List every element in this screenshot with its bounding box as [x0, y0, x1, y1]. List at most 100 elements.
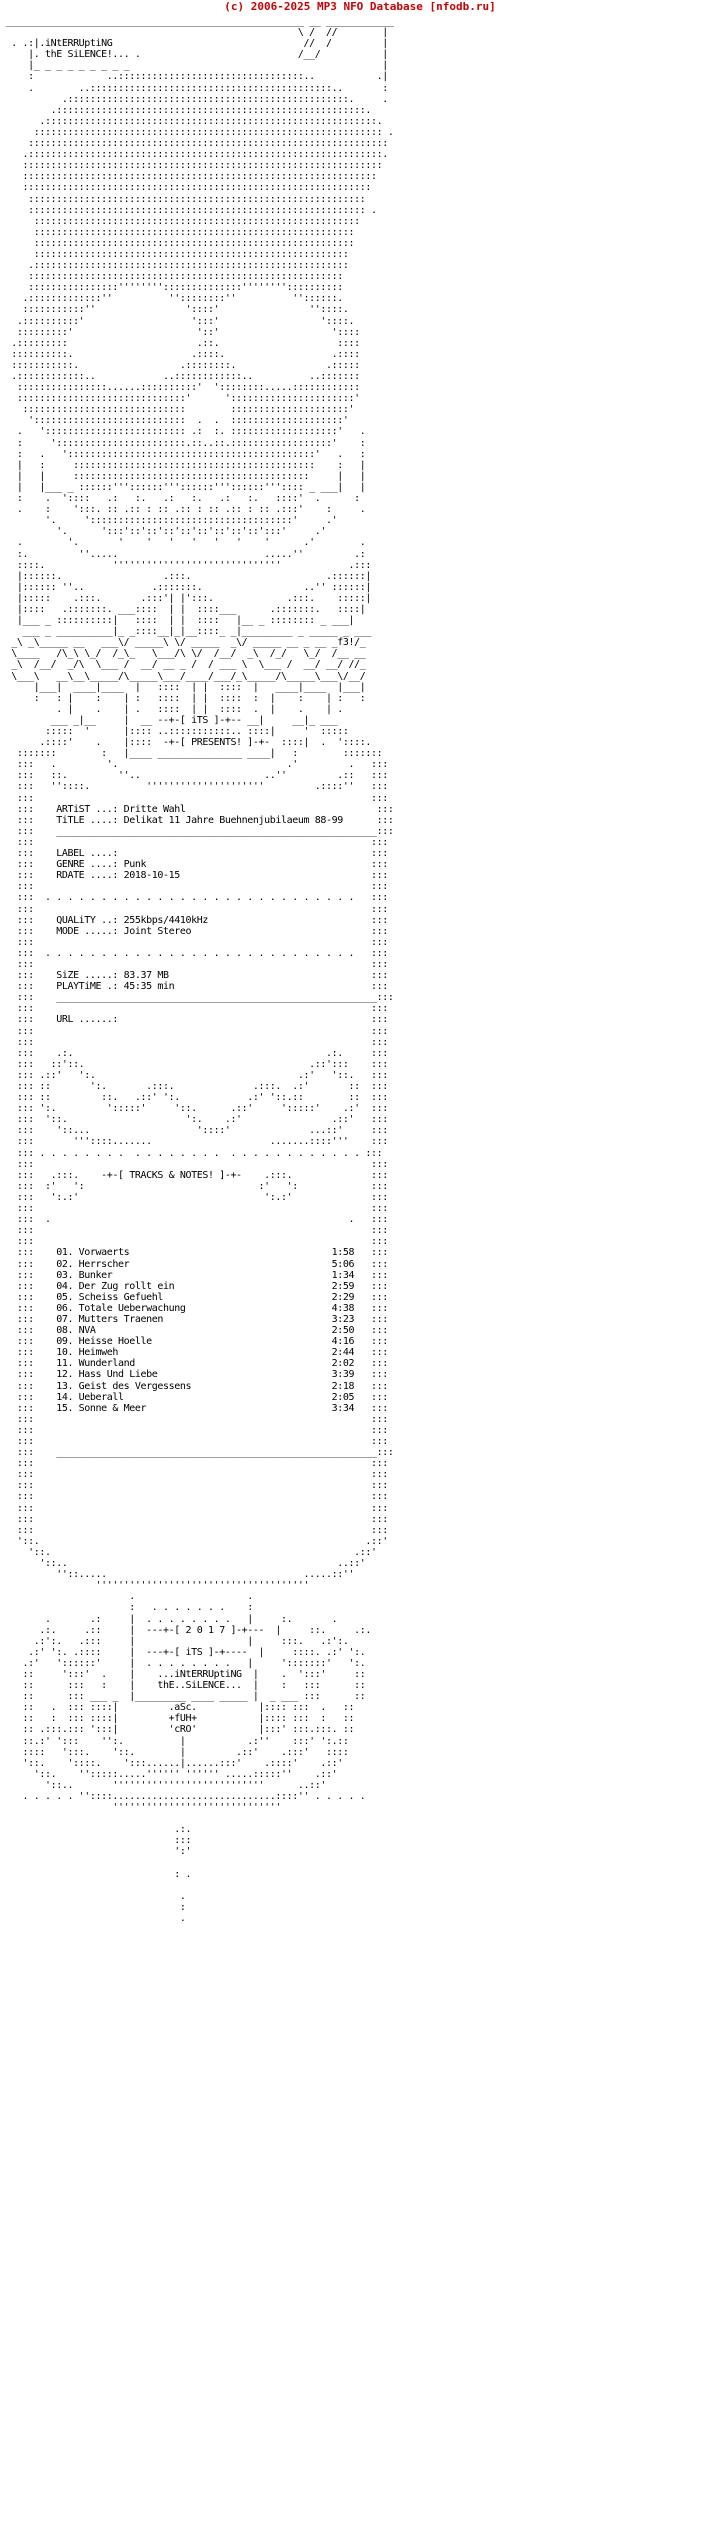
nfo-line: ::: ____________________________________…	[0, 992, 394, 1004]
nfo-line: ::: GENRE ....: Punk :::	[0, 859, 388, 871]
nfo-line: ::: 08. NVA 2:50 :::	[0, 1325, 388, 1337]
nfo-line: :: ::: ___ _ |_________ ____ _____ | _ _…	[0, 1691, 366, 1703]
nfo-line: '::.. ..::'	[0, 1558, 366, 1570]
nfo-line: ::: PLAYTiME .: 45:35 min :::	[0, 981, 388, 993]
nfo-line: . : ':::. :: .:: : :: .:: : :: .:: : :: …	[0, 504, 366, 516]
nfo-line: : : | : | : :::: | | :::: : | : | : :	[0, 692, 366, 704]
nfo-line: ::: :::	[0, 958, 388, 970]
nfo-line: .	[0, 1890, 186, 1902]
nfo-line: ::::::::::::::::::::::::::::::::::::::::…	[0, 160, 383, 172]
nfo-line: ::: SiZE .....: 83.37 MB :::	[0, 970, 388, 982]
nfo-line: .:' ':. .:::: | ---+-[ iTS ]-+---- | :::…	[0, 1646, 366, 1658]
nfo-line: ::: ''::::. ''''''''''''''''''''' .::::'…	[0, 781, 388, 793]
nfo-line: ::: :::	[0, 1458, 388, 1470]
nfo-line: ::: 07. Mutters Traenen 3:23 :::	[0, 1313, 388, 1325]
nfo-line: ::: ARTiST ...: Dritte Wahl :::	[0, 803, 394, 815]
nfo-line: ::: MODE .....: Joint Stereo :::	[0, 925, 388, 937]
nfo-line: ::: . . . . . . . . . . . . . . . . . . …	[0, 892, 388, 904]
nfo-line: ::: :::	[0, 1424, 388, 1436]
nfo-line	[0, 1813, 720, 1824]
nfo-line: ::: :::	[0, 1158, 388, 1170]
nfo-line: . . . . . ''::::........................…	[0, 1791, 366, 1802]
nfo-line: : ':::::::::::::::::::::::.::..::.::::::…	[0, 437, 366, 449]
nfo-line: ::: 13. Geist des Vergessens 2:18 :::	[0, 1380, 388, 1392]
nfo-line: ::: 10. Heimweh 2:44 :::	[0, 1347, 388, 1359]
nfo-line: ::: .::' ':. .:' '::. :::	[0, 1069, 388, 1081]
nfo-line: ::: 09. Heisse Hoelle 4:16 :::	[0, 1336, 388, 1348]
nfo-line: |:::::: ''.. .:::::::. ..'' ::::::|	[0, 581, 372, 593]
nfo-line: ::: ____________________________________…	[0, 1447, 394, 1459]
nfo-line: ::::::::::::::::::::::::::::::::::::::::…	[0, 271, 343, 283]
nfo-line: '::.. ''''''''''''''''''''''''''' ..::'	[0, 1779, 326, 1791]
nfo-line: ::: 14. Ueberall 2:05 :::	[0, 1391, 388, 1403]
nfo-line: ::: :: ::. .::' ':. .:' '::.:: :: :::	[0, 1092, 388, 1104]
nfo-line: ::::::::::::::::::::::::::::::::::::::::…	[0, 182, 377, 194]
nfo-line: ::: :::	[0, 1436, 388, 1447]
nfo-line: .:.	[0, 1824, 192, 1836]
nfo-line: ::::::::::::::::::::::::::::::::::::::::…	[0, 126, 394, 138]
nfo-ascii-art: ________________________________________…	[0, 16, 720, 1924]
nfo-line: \ / // |	[0, 27, 388, 39]
nfo-line: .:::::::::::::::::::::::::::::::::::::::…	[0, 93, 388, 105]
nfo-line: ::: . . . . . . . . . . . . . . . . . . …	[0, 1147, 383, 1159]
nfo-line: |. thE SiLENCE!... . /__/ |	[0, 49, 388, 61]
nfo-line: ::: :::	[0, 881, 388, 893]
nfo-line: ::: 15. Sonne & Meer 3:34 :::	[0, 1402, 388, 1414]
nfo-line: .::::' . |:::: -+-[ PRESENTS! ]-+- ::::|…	[0, 737, 371, 749]
nfo-line: ::.:' '::: '':. | .:'' :::' ':.::	[0, 1735, 349, 1747]
nfo-line: ::::::::::::::::::::::::::::::' ':::::::…	[0, 393, 360, 405]
nfo-line: ::: :::	[0, 1236, 388, 1248]
nfo-line: ::: :::	[0, 1491, 388, 1503]
nfo-line: |_ _ _ _ _ _ _ _ _ |	[0, 60, 388, 72]
nfo-line: .:. .:: | ---+-[ 2 0 1 7 ]-+--- | ::. .:…	[0, 1624, 371, 1636]
nfo-line: ':'	[0, 1846, 192, 1858]
nfo-line: ''''''''''''''''''''''''''''''	[0, 1802, 282, 1814]
nfo-line: ''''''''''''''''''''''''''''''''''''''	[0, 1580, 310, 1592]
nfo-line: '::. '::::. ':::......|......:::' .::::'…	[0, 1757, 343, 1769]
nfo-line: ___ _|__ | __ --+-[ iTS ]-+-- __| __|_ _…	[0, 714, 338, 726]
nfo-line: ::: :::	[0, 1480, 388, 1492]
nfo-line: ::: '::... '::::' ...::' :::	[0, 1125, 388, 1137]
nfo-line: .:::::::::::::::::::::::::::::::::::::::…	[0, 115, 388, 127]
nfo-line: ___ _ __________|_ _::::__|_|__::::_ _|_…	[0, 626, 371, 638]
nfo-line: |___| ____|____ | :::: | | :::: | ____|_…	[0, 681, 366, 693]
nfo-line: . '. ' ' ' ' ' ' ' .' .	[0, 537, 366, 549]
nfo-line: ::: 03. Bunker 1:34 :::	[0, 1269, 388, 1281]
nfo-line: \____ /\_\ \_/ /_\_ \___/\ \/ /__/ _\ /_…	[0, 648, 366, 660]
nfo-line: ::::::::::::::::::::::::::::::::::::::::…	[0, 204, 377, 216]
nfo-line: ::: ':. ':::::' '::. .::' ':::::' .:' ::…	[0, 1103, 388, 1115]
nfo-line: . .: | . . . . . . . . | :. .	[0, 1613, 338, 1625]
nfo-line: '. ':::'::'::'::'::'::'::'::'::':::' .'	[0, 526, 326, 538]
nfo-line: '::. .::'	[0, 1535, 388, 1547]
nfo-line: .	[0, 1913, 186, 1925]
nfo-line: :::	[0, 1835, 192, 1847]
nfo-line: .:::::::::::::::::::::::::::::::::::::::…	[0, 149, 388, 161]
nfo-line: ::: . . :::	[0, 1214, 388, 1226]
nfo-line: :	[0, 1901, 186, 1913]
nfo-line: ::: 12. Hass Und Liebe 3:39 :::	[0, 1369, 388, 1381]
nfo-line: ::::::::::::::::::::::::::::::::::::::::…	[0, 215, 360, 227]
nfo-line: ::: :::	[0, 1513, 388, 1525]
nfo-line: ::: :' ': :' ': :::	[0, 1180, 388, 1192]
nfo-line: ::: 05. Scheiss Gefuehl 2:29 :::	[0, 1291, 388, 1303]
nfo-line: ::: :::	[0, 903, 388, 915]
nfo-line: '. '::::::::::::::::::::::::::::::::::::…	[0, 515, 338, 527]
nfo-line: _\ _\_____ __ ___\/ _____\ \/ _____ _\/ …	[0, 637, 366, 649]
nfo-line: ::::::::::::::::''''''''::::::::::::::''…	[0, 282, 343, 294]
nfo-line: ::: .:::. -+-[ TRACKS & NOTES! ]-+- .:::…	[0, 1169, 388, 1181]
nfo-line: ::: :::	[0, 1025, 388, 1037]
nfo-line: ::::::::::. .::::. .::::	[0, 348, 360, 360]
nfo-line: : . ':::: .: :. .: :. .: :. ::::' . :	[0, 493, 360, 505]
nfo-line: ::: . . . . . . . . . . . . . . . . . . …	[0, 947, 388, 959]
nfo-line: ::::::::::::::::::::::::::::: ::::::::::…	[0, 404, 360, 416]
nfo-line: . .:|.iNtERRUptiNG // / |	[0, 38, 388, 50]
nfo-line: : .	[0, 1868, 192, 1880]
nfo-line: : . ':::::::::::::::::::::::::::::::::::…	[0, 448, 366, 460]
nfo-line: . | . | . :::: | | :::: . | . | .	[0, 703, 343, 715]
nfo-line: | |___ _ ::::::'''::::::'''::::::'''::::…	[0, 481, 366, 493]
nfo-line: . '::::::::::::::::::::::::: .: :. :::::…	[0, 426, 366, 438]
nfo-line	[0, 1858, 720, 1869]
nfo-line: :. ''..... .....'' .:	[0, 548, 366, 560]
nfo-line: ''::..... .....::''	[0, 1569, 355, 1581]
